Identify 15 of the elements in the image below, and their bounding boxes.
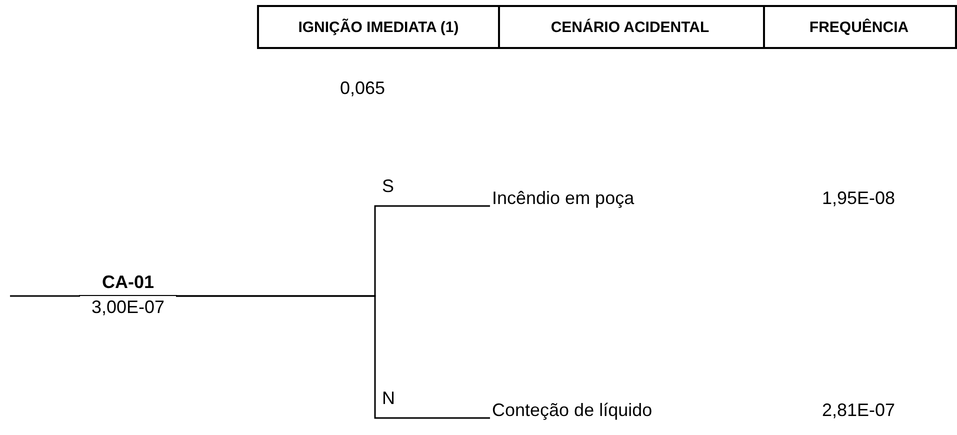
branch-line — [10, 295, 80, 297]
frequency-value: 1,95E-08 — [822, 188, 896, 209]
table-header-cell: IGNIÇÃO IMEDIATA (1) — [257, 5, 500, 49]
event-name: CA-01 — [79, 272, 177, 296]
branch-label: N — [382, 388, 395, 409]
frequency-value: 2,81E-07 — [822, 400, 896, 421]
branch-label: S — [382, 176, 394, 197]
event-node — [80, 272, 176, 318]
event-frequency: 3,00E-07 — [90, 296, 166, 318]
branch-line — [176, 295, 490, 419]
outcome-name: Conteção de líquido — [492, 400, 652, 421]
table-header-cell: FREQUÊNCIA — [763, 5, 957, 49]
table-header-cell: CENÁRIO ACIDENTAL — [497, 5, 765, 49]
probability-value: 0,065 — [340, 78, 386, 99]
outcome-name: Incêndio em poça — [492, 188, 634, 209]
